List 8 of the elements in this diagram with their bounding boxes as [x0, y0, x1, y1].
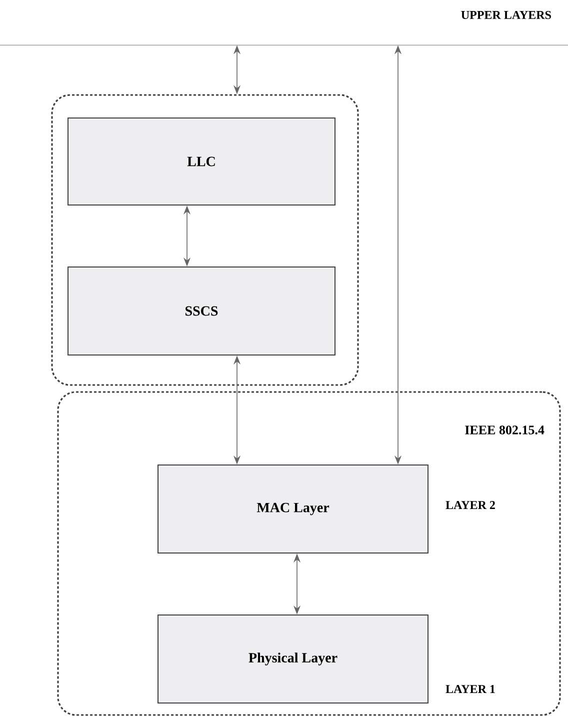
layer-box: LLC [68, 118, 336, 206]
layer-label: LAYER 1 [446, 685, 495, 693]
layer-box: MAC Layer [158, 464, 428, 554]
layer-box: SSCS [68, 266, 336, 356]
layer-line: UPPER LAYERS [0, 10, 568, 46]
group-frame [51, 94, 359, 386]
layer-label: LAYER 2 [446, 501, 495, 509]
layer-box: Physical Layer [158, 614, 428, 704]
